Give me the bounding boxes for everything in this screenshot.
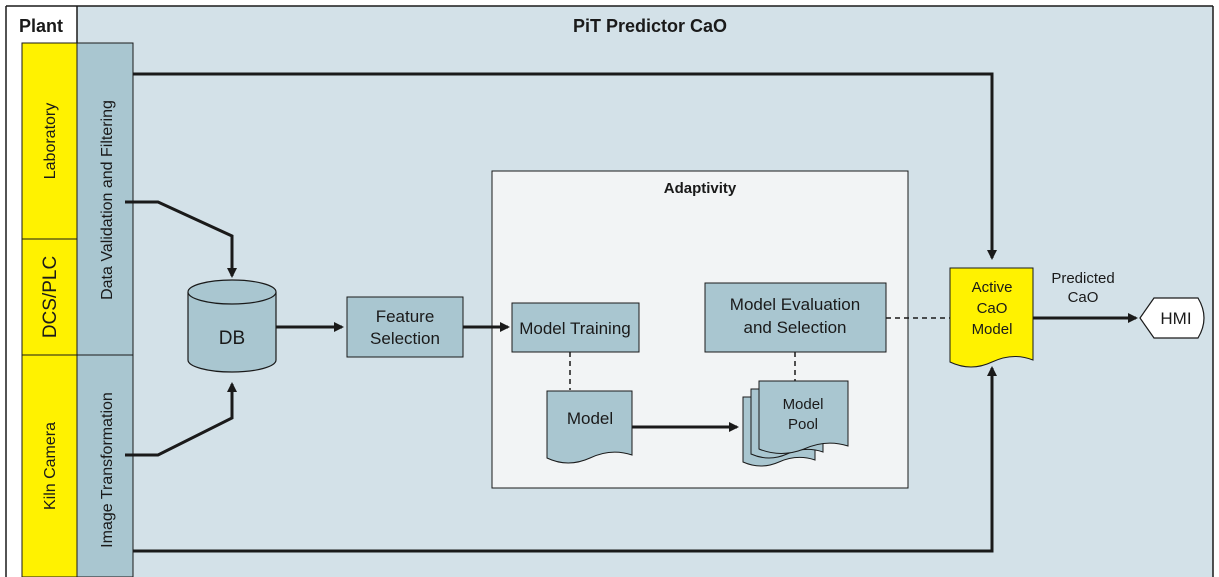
arrow-validation-to-db	[125, 200, 237, 278]
dcs-plc-label: DCS/PLC	[40, 256, 61, 338]
predicted-cao-line2: CaO	[1068, 289, 1099, 306]
hmi-display	[1139, 297, 1205, 339]
model-label: Model	[567, 409, 613, 428]
data-validation-block	[76, 42, 134, 356]
feature-selection-line1: Feature	[376, 307, 435, 326]
active-model-line3: Model	[972, 321, 1013, 338]
predicted-cao-line1: Predicted	[1051, 270, 1114, 287]
model-evaluation-line1: Model Evaluation	[730, 295, 860, 314]
model-training-box	[511, 302, 640, 353]
db-label: DB	[219, 328, 245, 349]
plant-header: Plant	[19, 16, 63, 36]
image-transformation-block	[76, 354, 134, 577]
arrow-image-to-db	[125, 382, 237, 457]
model-training-label: Model Training	[519, 319, 631, 338]
kiln-camera-source	[21, 354, 78, 577]
model-document	[546, 390, 633, 464]
model-pool-line1: Model	[783, 396, 824, 413]
feature-selection-line2: Selection	[370, 329, 440, 348]
db-cylinder	[187, 279, 277, 373]
model-evaluation-box	[704, 282, 887, 353]
arrow-image-to-active-model	[133, 366, 997, 553]
feature-selection-box	[346, 296, 464, 358]
model-pool-line2: Pool	[788, 416, 818, 433]
image-transformation-label: Image Transformation	[99, 392, 116, 548]
laboratory-label: Laboratory	[42, 103, 59, 180]
kiln-camera-label: Kiln Camera	[42, 422, 59, 510]
active-model-line1: Active	[972, 279, 1013, 296]
arrow-validation-to-active-model	[133, 72, 997, 260]
diagram-title: PiT Predictor CaO	[573, 16, 727, 36]
model-pool-stack	[742, 380, 849, 467]
model-evaluation-line2: and Selection	[743, 318, 846, 337]
data-validation-label: Data Validation and Filtering	[99, 100, 116, 300]
dcs-plc-source	[21, 238, 78, 356]
adaptivity-title: Adaptivity	[664, 180, 737, 197]
active-model-line2: CaO	[977, 300, 1008, 317]
active-cao-model	[949, 267, 1034, 368]
hmi-label: HMI	[1160, 309, 1191, 328]
